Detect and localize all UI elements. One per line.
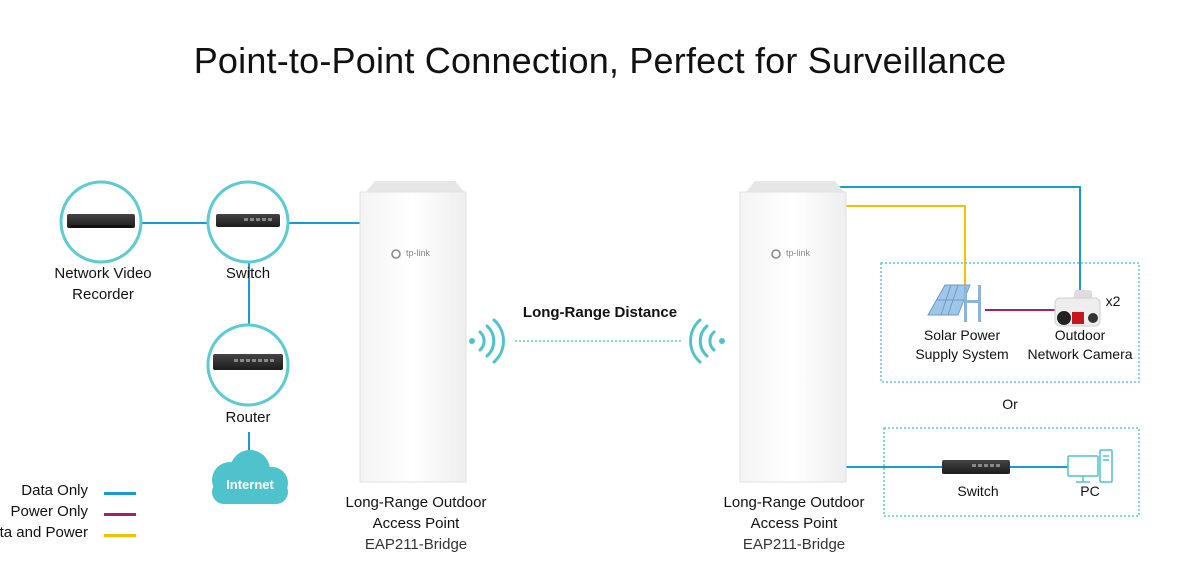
- ap-right-name: Long-Range Outdoor Access Point: [723, 494, 865, 532]
- pc-label: PC: [1080, 483, 1100, 499]
- solar-panel-icon: [927, 284, 981, 322]
- legend-item-data-and-power: Data and Power: [0, 524, 140, 545]
- ap-right-model: EAP211-Bridge: [742, 536, 846, 553]
- nvr-label: Network Video Recorder: [54, 265, 152, 303]
- long-range-distance-label: Long-Range Distance: [522, 304, 678, 321]
- pc-group-box: [883, 427, 1140, 517]
- legend: Data Only Power Only Data and Power: [0, 482, 140, 545]
- tplink-brand-left: tp-link: [405, 248, 430, 258]
- legend-label: Data Only: [21, 482, 88, 499]
- ap-left-model: EAP211-Bridge: [364, 536, 468, 553]
- router-node: [206, 323, 290, 407]
- access-point-left: [359, 181, 467, 483]
- legend-swatch: [104, 513, 136, 516]
- router-label: Router: [225, 409, 271, 426]
- legend-label: Data and Power: [0, 524, 88, 541]
- legend-item-power-only: Power Only: [0, 503, 140, 524]
- nvr-icon: [67, 214, 135, 228]
- wifi-signal-right-icon: [469, 318, 505, 364]
- switch-right-label: Switch: [957, 483, 999, 499]
- access-point-right: [739, 181, 847, 483]
- ap-left-name: Long-Range Outdoor Access Point: [345, 494, 487, 532]
- solar-label: Solar Power Supply System: [915, 327, 1009, 362]
- legend-swatch: [104, 492, 136, 495]
- or-label: Or: [1002, 396, 1018, 412]
- legend-swatch: [104, 534, 136, 537]
- link-ap-solar-power: [846, 205, 966, 290]
- page-title: Point-to-Point Connection, Perfect for S…: [193, 40, 1007, 81]
- tplink-brand-right: tp-link: [785, 248, 810, 258]
- tplink-logo-icon: [771, 249, 781, 259]
- internet-label: Internet: [226, 477, 274, 492]
- cloud-icon: [212, 450, 288, 504]
- camera-group-box: [880, 262, 1140, 383]
- wifi-signal-left-icon: [689, 318, 725, 364]
- switch-left-label: Switch: [225, 265, 271, 282]
- tplink-logo-icon: [391, 249, 401, 259]
- camera-icon: [1054, 290, 1101, 327]
- pc-icon: [1067, 449, 1113, 483]
- camera-count-badge: x2: [1105, 293, 1121, 309]
- legend-item-data-only: Data Only: [0, 482, 140, 503]
- switch-right-icon: [942, 460, 1010, 474]
- legend-label: Power Only: [10, 503, 88, 520]
- camera-label: Outdoor Network Camera: [1027, 327, 1133, 362]
- link-ap-camera-data: [834, 186, 1081, 296]
- nvr-node: [59, 180, 143, 264]
- switch-left-node: [206, 180, 290, 264]
